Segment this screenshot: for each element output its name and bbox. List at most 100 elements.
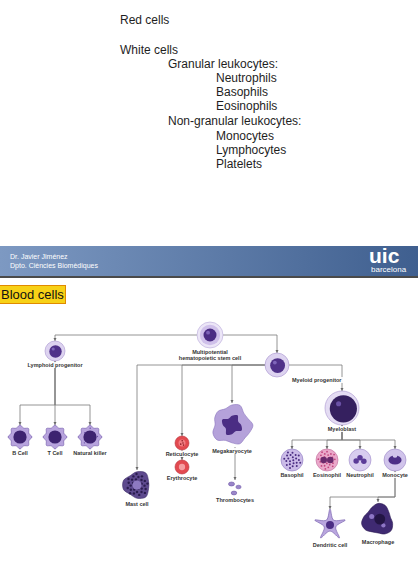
cell-part [349,449,371,471]
cell-part [281,449,303,471]
list-item: Monocytes [216,129,274,143]
cell-illustration [8,425,32,449]
cell-part [321,465,323,467]
cell-shape [229,482,242,495]
cell-part [296,465,298,467]
cell-illustration [210,403,254,447]
cell-illustration [175,436,189,450]
cell-part [130,489,132,491]
cell-shape [213,404,253,444]
cell-part [144,492,146,494]
cell-node: B Cell [8,425,32,449]
cell-part [175,460,189,474]
cell-label: B Cell [11,450,29,456]
cell-illustration [360,502,396,538]
cell-shape [316,449,338,471]
cell-illustration [45,341,65,361]
cell-part [144,488,146,490]
cell-label: Lymphoid progenitor [26,362,83,368]
cell-part [285,460,287,462]
cell-shape [45,341,65,361]
cell-illustration [314,509,346,541]
cell-part [292,456,294,458]
cell-part [320,454,322,456]
cell-node: Lymphoid progenitor [45,341,65,361]
cell-part [183,444,185,446]
cell-part [127,478,129,480]
cell-part [324,453,326,455]
cell-node: Reticulocyte [175,436,189,450]
cell-part [222,415,242,435]
cell-label: Myeloid progenitor [291,377,343,383]
cell-part [289,467,291,469]
cell-part [52,347,55,350]
cell-part [136,491,138,493]
cell-part [299,462,301,464]
list-item: White cells [120,43,178,57]
cell-part [287,452,289,454]
cell-part [141,487,143,489]
cell-part [286,455,288,457]
list-item: Granular leukocytes: [168,57,278,71]
cell-part [330,395,357,422]
cell-part [84,442,85,443]
cell-node: Basophil [281,449,303,471]
cell-node: Megakaryocyte [210,403,254,447]
cell-node: Monocyte [384,449,406,471]
cell-label: Myeloblast [327,426,357,432]
list-item: Eosinophils [216,99,277,113]
cell-part [326,451,328,453]
cell-shape [78,425,102,449]
cell-part [132,475,134,477]
cell-part [200,325,220,345]
cell-node: Multipotential hematopoietic stem cell [197,322,223,348]
cell-part [129,492,131,494]
cell-label: Erythrocyte [166,475,199,481]
cell-shape [43,425,67,449]
cell-illustration [227,480,243,496]
cell-part [283,458,285,460]
cell-part [287,458,289,460]
cell-part [325,391,359,425]
cell-label: Macrophage [361,539,395,545]
cell-part [361,459,367,465]
cell-part [324,465,326,467]
cell-label: T Cell [47,450,64,456]
cell-part [292,465,294,467]
cell-part [229,482,235,486]
cell-part [292,452,294,454]
cell-part [197,322,223,348]
cell-part [289,460,291,462]
cell-shape [384,449,406,471]
band-text: barcelona [371,266,406,274]
cell-shape [265,353,289,377]
band-text: Dr. Javier Jiménez [10,253,68,260]
list-item: Neutrophils [216,71,277,85]
cell-shape [175,460,189,474]
cell-illustration [384,449,406,471]
lineage-arrow [55,335,197,341]
cell-part [140,491,142,493]
cell-part [127,482,129,484]
cell-illustration [316,449,338,471]
cell-illustration [349,449,371,471]
cell-part [393,453,398,458]
cell-part [182,442,184,444]
cell-part [146,482,148,484]
cell-label: Eosinophil [312,472,342,478]
cell-shape [123,472,149,499]
footer-band: Dr. Javier JiménezDpto. Ciències Biomèdi… [0,246,418,276]
band-shadow [0,276,418,278]
cell-node: T Cell [43,425,67,449]
cell-part [133,492,135,494]
cell-part [175,436,189,450]
cell-part [181,440,183,442]
cell-part [336,401,341,406]
cell-part [123,472,149,499]
cell-part [43,425,67,449]
list-item: Lymphocytes [216,143,286,157]
cell-illustration [325,391,359,425]
cell-node: Macrophage [360,502,396,538]
